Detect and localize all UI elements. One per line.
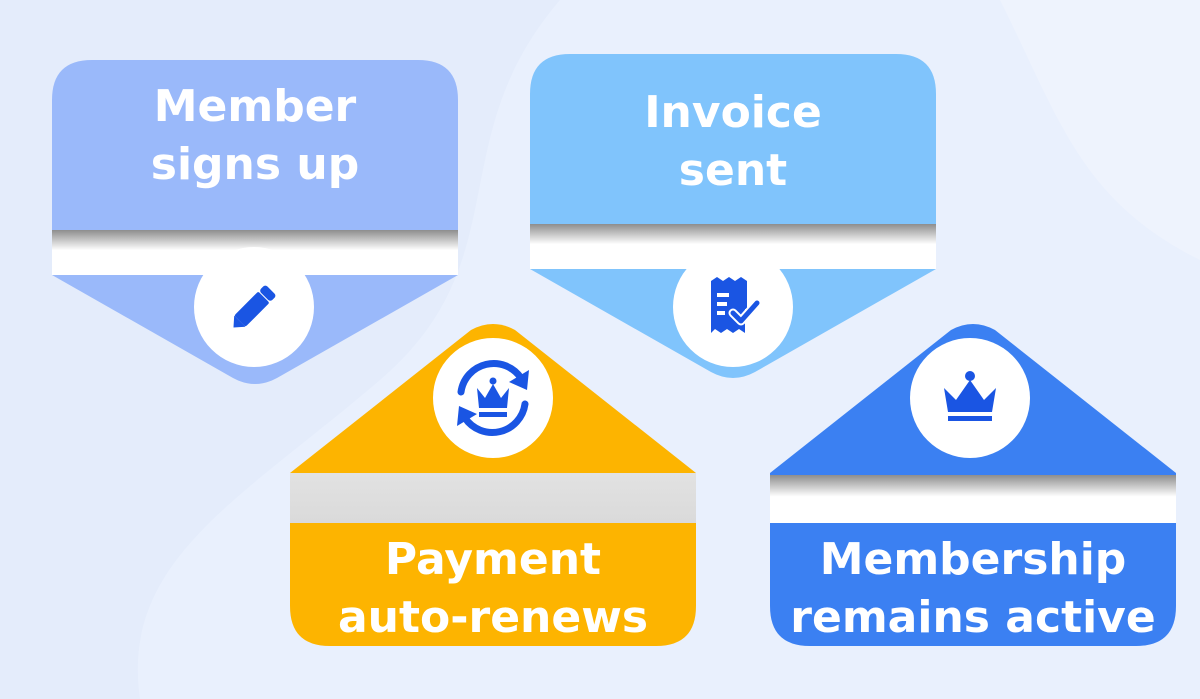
receipt-badge	[673, 247, 793, 367]
step-label-line2: sent	[678, 145, 788, 196]
step-label-line1: Payment	[384, 534, 602, 585]
crown-icon	[944, 371, 996, 421]
card-shape	[290, 324, 696, 646]
step-label-line2: remains active	[790, 592, 1156, 643]
receipt-check-icon	[711, 277, 762, 333]
pencil-badge	[194, 247, 314, 367]
step-card-invoice-sent: Invoice sent	[530, 54, 936, 384]
step-label-line1: Invoice	[644, 87, 822, 138]
step-label-line2: auto-renews	[337, 592, 649, 643]
crown-refresh-icon	[457, 360, 529, 436]
step-card-member-signs-up: Member signs up	[52, 60, 458, 390]
step-label-line1: Member	[153, 81, 357, 132]
crown-refresh-badge	[433, 338, 553, 458]
step-label-line1: Membership	[819, 534, 1127, 585]
card-shape	[770, 324, 1176, 646]
step-label-line2: signs up	[150, 139, 360, 190]
step-card-membership-remains-active: Membership remains active	[770, 318, 1176, 646]
step-card-payment-auto-renews: Payment auto-renews	[290, 318, 696, 646]
pencil-icon	[233, 285, 276, 328]
crown-badge	[910, 338, 1030, 458]
